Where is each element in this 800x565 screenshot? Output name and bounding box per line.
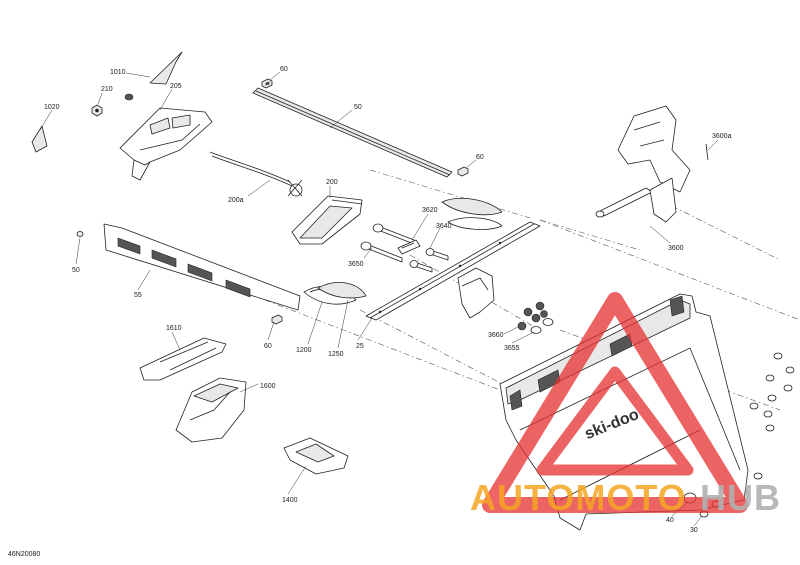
bracket-1610 bbox=[139, 337, 227, 381]
nuts-3660 bbox=[517, 301, 548, 331]
callout-1010: 1010 bbox=[110, 69, 126, 76]
callout-1610: 1610 bbox=[166, 325, 182, 332]
callout-3655: 3655 bbox=[504, 345, 520, 352]
callout-3620: 3620 bbox=[422, 207, 438, 214]
watermark: AUTOMOTO HUB bbox=[470, 292, 781, 518]
housing-1600 bbox=[175, 377, 247, 443]
decal-1010 bbox=[149, 51, 183, 85]
lens-3640 bbox=[441, 197, 503, 216]
callout-1250: 1250 bbox=[328, 351, 344, 358]
clip-3620 bbox=[397, 239, 421, 255]
nut-210 bbox=[91, 104, 103, 117]
watermark-logo-triangle bbox=[482, 292, 748, 513]
callout-60-right: 60 bbox=[476, 154, 484, 161]
callout-1400: 1400 bbox=[282, 497, 298, 504]
callout-60-top: 60 bbox=[280, 66, 288, 73]
callout-200a: 200a bbox=[228, 197, 244, 204]
callout-3600: 3600 bbox=[668, 245, 684, 252]
watermark-text-hub: HUB bbox=[700, 477, 781, 518]
callout-3640: 3640 bbox=[436, 223, 452, 230]
rod-50 bbox=[252, 87, 453, 178]
callout-labels: 1010 210 205 1020 60 50 60 200a 200 3620… bbox=[8, 66, 732, 558]
light-200 bbox=[291, 195, 363, 245]
callout-60-lower: 60 bbox=[264, 343, 272, 350]
callout-50-rod: 50 bbox=[354, 104, 362, 111]
callout-40: 40 bbox=[666, 517, 674, 524]
callout-3660: 3660 bbox=[488, 332, 504, 339]
decal-1020 bbox=[31, 125, 48, 153]
bolts-3620 bbox=[360, 223, 415, 263]
callout-25: 25 bbox=[356, 343, 364, 350]
leader-lines bbox=[39, 71, 719, 527]
watermark-text-automoto: AUTOMOTO bbox=[470, 477, 687, 518]
nuts-3640 bbox=[409, 248, 449, 273]
callout-1020: 1020 bbox=[44, 104, 60, 111]
screw-60-top bbox=[261, 78, 273, 89]
screw-50-left bbox=[76, 231, 84, 237]
figure-code: 46N20080 bbox=[8, 551, 40, 558]
callout-1600: 1600 bbox=[260, 383, 276, 390]
grommet-205-small bbox=[124, 93, 134, 101]
callout-55: 55 bbox=[134, 292, 142, 299]
callout-1200: 1200 bbox=[296, 347, 312, 354]
callout-50-left: 50 bbox=[72, 267, 80, 274]
callout-3600a: 3600a bbox=[712, 133, 732, 140]
callout-205: 205 bbox=[170, 83, 182, 90]
gasket-3640 bbox=[447, 217, 503, 230]
callout-210: 210 bbox=[101, 86, 113, 93]
bracket-1400 bbox=[283, 437, 349, 475]
washers-3655 bbox=[530, 318, 554, 334]
bracket-205 bbox=[119, 107, 213, 181]
hinge-bracket bbox=[457, 267, 495, 319]
reflector-strip-55 bbox=[103, 223, 301, 311]
screw-60-right bbox=[457, 166, 469, 177]
mounting-bar-25 bbox=[365, 221, 541, 321]
screw-60-lower bbox=[271, 314, 283, 325]
lens-1250 bbox=[317, 282, 367, 299]
callout-3650: 3650 bbox=[348, 261, 364, 268]
hinge-3600 bbox=[595, 105, 709, 223]
cable-200a bbox=[209, 151, 303, 197]
callout-200: 200 bbox=[326, 179, 338, 186]
callout-30: 30 bbox=[690, 527, 698, 534]
